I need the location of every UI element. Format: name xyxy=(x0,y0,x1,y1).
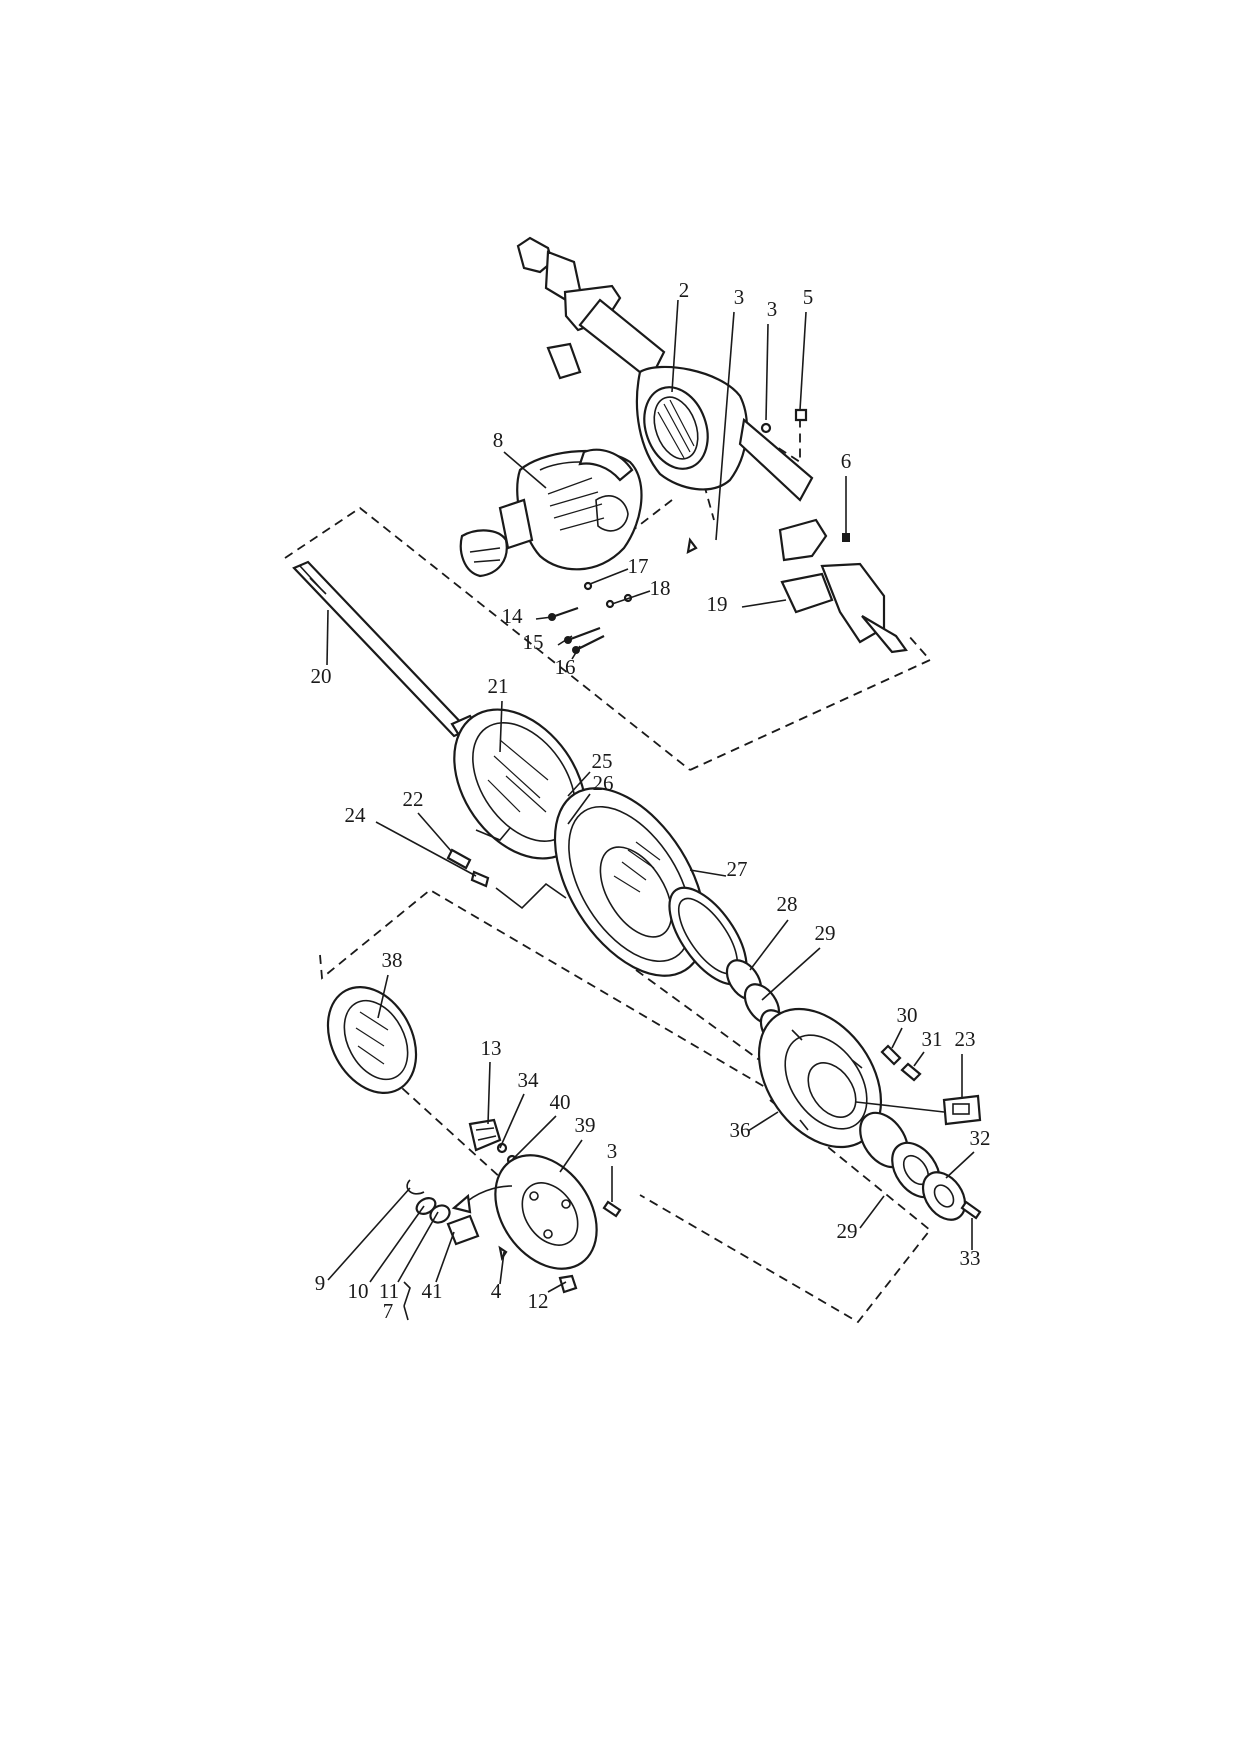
leader-line-c17 xyxy=(589,568,629,585)
leader-line-c2 xyxy=(671,299,679,393)
leader-line-c31 xyxy=(913,1051,925,1067)
callout-label-c30: 30 xyxy=(897,1003,918,1027)
leader-line-c29b xyxy=(859,1195,885,1229)
callout-label-c7: 7 xyxy=(383,1299,394,1323)
leader-line-c5 xyxy=(799,311,807,411)
callout-label-c11: 11 xyxy=(379,1279,399,1303)
callout-label-c12: 12 xyxy=(528,1289,549,1313)
callout-label-c39: 39 xyxy=(575,1113,596,1137)
callout-label-c28: 28 xyxy=(777,892,798,916)
callout-label-c5: 5 xyxy=(803,285,814,309)
callout-label-c31: 31 xyxy=(922,1027,943,1051)
callout-label-c8: 8 xyxy=(493,428,504,452)
callout-label-c36: 36 xyxy=(730,1118,751,1142)
leader-line-c3b xyxy=(765,323,769,421)
axle-shaft xyxy=(292,560,480,742)
leader-line-c18 xyxy=(611,590,651,605)
callout-label-c22: 22 xyxy=(403,787,424,811)
brake-shoe-assembly xyxy=(453,708,587,860)
callout-label-c24: 24 xyxy=(345,803,367,827)
axle-housing xyxy=(516,236,908,654)
callout-label-c23: 23 xyxy=(955,1027,976,1051)
leader-line-c22 xyxy=(417,812,453,853)
leader-line-c3a xyxy=(715,311,735,541)
callout-label-c21: 21 xyxy=(488,674,509,698)
leader-line-c9 xyxy=(327,1187,411,1281)
leader-line-c4 xyxy=(499,1251,505,1285)
callout-label-c14: 14 xyxy=(502,604,524,628)
callout-label-c6: 6 xyxy=(841,449,852,473)
brake-drum xyxy=(553,787,707,977)
leader-line-c13 xyxy=(487,1061,491,1125)
leader-line-c30 xyxy=(891,1027,903,1049)
leader-line-c11 xyxy=(397,1211,439,1283)
callout-label-c29b: 29 xyxy=(837,1219,858,1243)
callout-label-c40: 40 xyxy=(550,1090,571,1114)
callout-label-c3a: 3 xyxy=(734,285,745,309)
leader-line-c12 xyxy=(547,1281,567,1293)
hub-bearings xyxy=(859,1111,982,1221)
leader-line-c15 xyxy=(557,635,573,646)
wheel-hub xyxy=(757,1007,883,1149)
callout-label-c3c: 3 xyxy=(607,1139,618,1163)
callout-label-c18: 18 xyxy=(650,576,671,600)
leader-line-c19 xyxy=(741,599,787,608)
leader-line-c36 xyxy=(747,1111,779,1132)
callout-label-c34: 34 xyxy=(518,1068,540,1092)
callout-label-c20: 20 xyxy=(311,664,332,688)
callout-label-c2: 2 xyxy=(679,278,690,302)
callout-label-c27: 27 xyxy=(727,857,748,881)
leader-line-c29a xyxy=(761,947,821,1001)
wheel-cylinder-bolts xyxy=(446,848,490,888)
leader-line-c26 xyxy=(567,793,591,825)
leader-line-c8 xyxy=(503,451,547,489)
leader-line-c28 xyxy=(749,919,789,971)
callout-label-c4: 4 xyxy=(491,1279,502,1303)
callout-label-c16: 16 xyxy=(555,655,576,679)
hub-bolts xyxy=(855,1044,982,1126)
callout-label-c17: 17 xyxy=(628,554,649,578)
leader-line-c14 xyxy=(535,616,553,620)
backing-plate xyxy=(326,986,418,1094)
callout-label-c10: 10 xyxy=(348,1279,369,1303)
leader-line-c24 xyxy=(375,821,477,877)
callout-label-c41: 41 xyxy=(422,1279,443,1303)
leader-line-c16 xyxy=(571,645,581,660)
callout-label-c3b: 3 xyxy=(767,297,778,321)
leader-line-c34 xyxy=(499,1093,525,1149)
callout-label-c15: 15 xyxy=(523,630,544,654)
callout-label-c32: 32 xyxy=(970,1126,991,1150)
callout-label-c38: 38 xyxy=(382,948,403,972)
leader-line-c32 xyxy=(945,1151,975,1179)
leader-line-c38 xyxy=(377,974,389,1019)
callout-label-c19: 19 xyxy=(707,592,728,616)
leader-line-c39 xyxy=(559,1139,583,1173)
leader-line-c21 xyxy=(499,700,503,753)
leader-line-c27 xyxy=(689,869,727,877)
callout-label-c25: 25 xyxy=(592,749,613,773)
callout-label-c26: 26 xyxy=(593,771,614,795)
leader-line-c41 xyxy=(435,1231,455,1283)
callout-label-c29a: 29 xyxy=(815,921,836,945)
axle-flange xyxy=(451,1154,622,1270)
callout-label-c33: 33 xyxy=(960,1246,981,1270)
leader-line-c40 xyxy=(511,1115,557,1161)
leader-line-c20 xyxy=(326,609,329,666)
leader-line-c25 xyxy=(567,771,591,797)
callout-label-c13: 13 xyxy=(481,1036,502,1060)
callout-label-c9: 9 xyxy=(315,1271,326,1295)
differential-carrier xyxy=(459,448,643,578)
leader-line-c10 xyxy=(369,1205,425,1283)
